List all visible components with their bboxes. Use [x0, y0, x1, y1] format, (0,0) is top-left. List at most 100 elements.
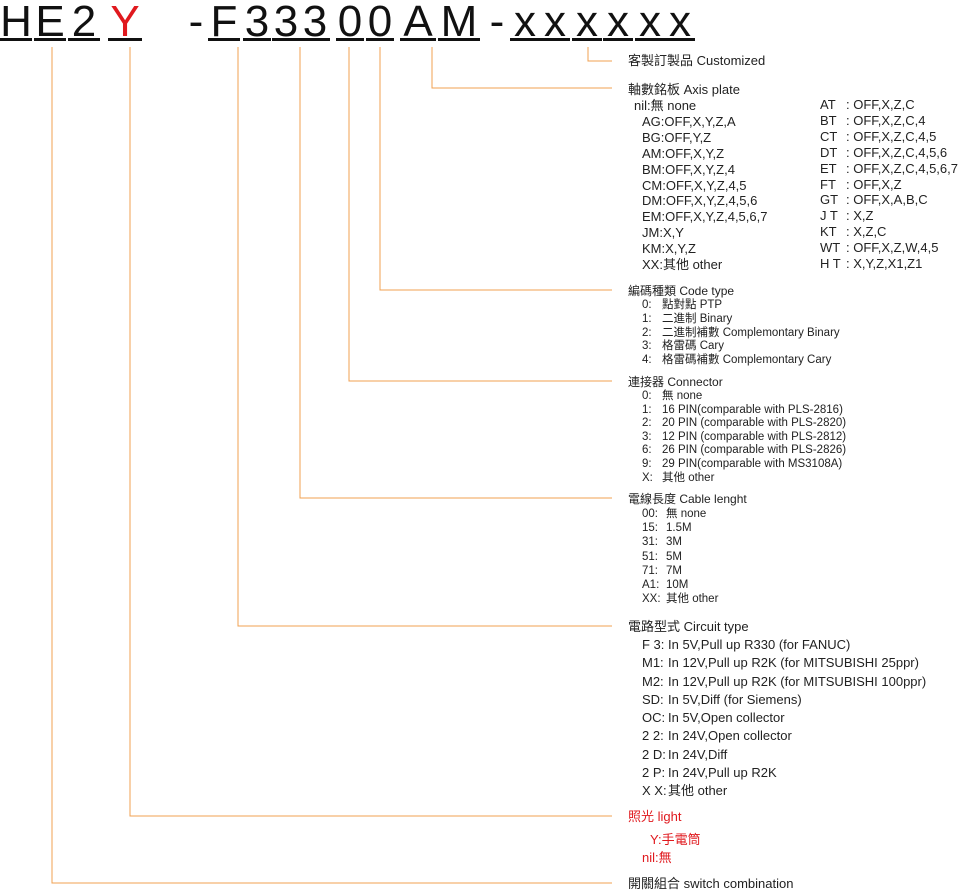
axis-plate-option-key: AM [642, 145, 662, 161]
axis-plate-option: EM:OFF,X,Y,Z,4,5,6,7 [628, 209, 767, 225]
code-char-underline [108, 38, 142, 41]
code-char-underline [665, 38, 695, 41]
circuit-option-key: SD: [642, 691, 664, 707]
cable-option: 31: 3M [642, 535, 747, 549]
axis-plate-option-key: BT [820, 112, 837, 128]
code-char-underline [635, 38, 665, 41]
code-char-underline [603, 38, 633, 41]
cable-option: 71: 7M [642, 564, 747, 578]
connector-option: X:其他 other [642, 472, 846, 486]
code-type-option-value: 格雷碼補數 Complemontary Cary [662, 354, 832, 367]
circuit-option-value: 其他 other [668, 783, 728, 799]
connector-option: 6:26 PIN (comparable with PLS-2826) [642, 444, 846, 458]
axis-plate-option-value: : X,Z,C [846, 224, 887, 240]
code-type-title: 編碼種類 Code type [628, 284, 735, 298]
axis-plate-option-key: CM [642, 177, 663, 193]
connector-option-value: 其他 other [662, 471, 715, 484]
axis-plate-option: CT: OFF,X,Z,C,4,5 [820, 129, 958, 145]
axis-plate-option: CM:OFF,X,Y,Z,4,5 [628, 178, 767, 194]
axis-plate-option-key: AG [642, 113, 661, 129]
leader-cable [299, 47, 612, 499]
code-char: x [544, 0, 566, 46]
section-circuit: 電路型式 Circuit type F 3:In 5V,Pull up R330… [628, 619, 926, 801]
switch-title: 開關組合 switch combination [628, 876, 794, 891]
connector-option-key: 6: [642, 444, 652, 457]
axis-plate-option: BG:OFF,Y,Z [628, 130, 767, 146]
circuit-option-value: In 5V,Open collector [668, 710, 785, 726]
circuit-option: 2 2:In 24V,Open collector [642, 727, 926, 745]
code-char-underline [400, 38, 436, 41]
axis-plate-option: AT: OFF,X,Z,C [820, 97, 958, 113]
customized-title: 客製訂製品 Customized [628, 53, 766, 68]
cable-option-key: 51: [642, 550, 658, 563]
axis-plate-option: J T: X,Z [820, 208, 958, 224]
axis-plate-option-key: nil [634, 98, 648, 113]
axis-plate-option-value: :OFF,X,Y,Z,4,5,6 [662, 193, 758, 209]
leader-customized [587, 47, 612, 62]
axis-plate-option: XX:其他 other [628, 257, 767, 273]
section-customized: 客製訂製品 Customized [628, 53, 765, 68]
circuit-option-key: 2 D: [642, 746, 666, 762]
axis-plate-option-value: :其他 other [659, 257, 723, 273]
circuit-option: M2:In 12V,Pull up R2K (for MITSUBISHI 10… [642, 673, 926, 691]
code-char: x [576, 0, 598, 46]
connector-option-key: 1: [642, 403, 652, 416]
axis-plate-option: GT: OFF,X,A,B,C [820, 192, 958, 208]
axis-plate-option-key: ET [820, 160, 837, 176]
connector-option-value: 無 none [662, 390, 703, 402]
code-type-option-key: 4: [642, 354, 652, 367]
axis-plate-option: AM:OFF,X,Y,Z [628, 146, 767, 162]
axis-plate-option-key: FT [820, 176, 836, 192]
code-type-option: 1:二進制 Binary [642, 313, 840, 327]
cable-option: 51:5M [642, 550, 747, 564]
cable-option-value: 3M [666, 536, 682, 549]
axis-plate-option-key: CT [820, 128, 838, 144]
code-type-option: 4: 格雷碼補數 Complemontary Cary [642, 354, 840, 368]
code-type-option-key: 3: [642, 340, 652, 353]
axis-plate-option-value: :無 none [647, 98, 697, 113]
cable-option-value: 7M [666, 564, 682, 577]
cable-option-key: 71: [642, 564, 658, 577]
leader-connector [348, 47, 612, 382]
axis-plate-option-key: BG [642, 129, 661, 145]
axis-plate-option-value: :OFF,X,Y,Z,4,5 [662, 177, 747, 193]
circuit-option-key: X X: [642, 783, 667, 799]
cable-option-value: 其他 other [666, 593, 719, 606]
axis-plate-option-key: KM [642, 241, 662, 257]
code-char: x [514, 0, 536, 46]
code-char-underline [510, 38, 540, 41]
axis-plate-option-value: :OFF,X,Y,Z,4,5,6,7 [661, 209, 768, 225]
cable-option-key: 31: [642, 536, 658, 549]
axis-plate-option-key: GT [820, 192, 839, 208]
axis-plate-option: WT: OFF,X,Z,W,4,5 [820, 240, 958, 256]
axis-plate-option-key: DM [642, 193, 663, 209]
connector-option-key: 0: [642, 390, 652, 402]
axis-plate-option-key: DT [820, 144, 838, 160]
code-char-underline [208, 38, 240, 41]
leader-switch [51, 47, 612, 884]
axis-plate-option: BT : OFF,X,Z,C,4 [820, 113, 958, 129]
circuit-option-value: In 5V,Pull up R330 (for FANUC) [668, 637, 851, 652]
connector-list: 0: 無 none 1:16 PIN(comparable with PLS-281… [628, 390, 846, 485]
code-type-option-key: 0: [642, 299, 652, 311]
circuit-option-value: In 5V,Diff (for Siemens) [668, 691, 802, 707]
axis-plate-option-value: : OFF,X,Z [846, 176, 902, 192]
code-type-option-key: 1: [642, 312, 652, 325]
code-char-underline [243, 38, 271, 41]
connector-option: 1:16 PIN(comparable with PLS-2816) [642, 404, 846, 418]
cable-option-key: 15: [642, 522, 658, 535]
code-type-option: 2:二進制補數 Complemontary Binary [642, 327, 840, 341]
axis-plate-option-value: : OFF,X,Z,C,4 [846, 112, 926, 128]
connector-option: 3:12 PIN (comparable with PLS-2812) [642, 431, 846, 445]
connector-option-key: 3: [642, 430, 652, 443]
circuit-title: 電路型式 Circuit type [628, 619, 749, 634]
axis-plate-option: KM:X,Y,Z [628, 241, 767, 257]
connector-option-key: 9: [642, 457, 652, 470]
section-switch: 開關組合 switch combination [628, 876, 793, 891]
